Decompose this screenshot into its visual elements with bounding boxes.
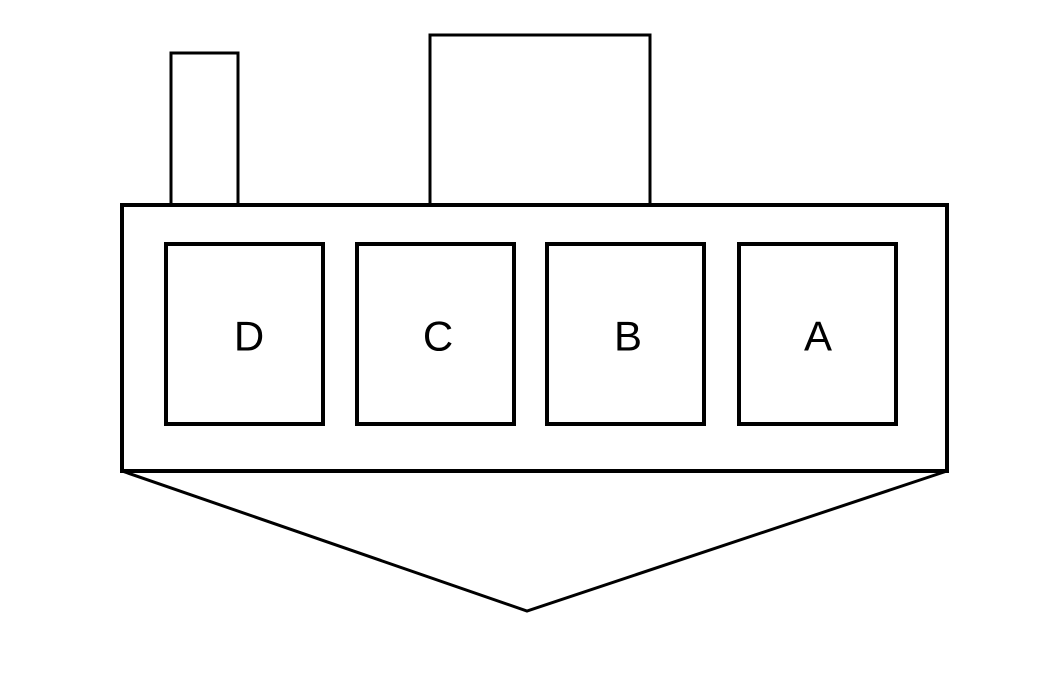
pin-label-c: C bbox=[423, 313, 453, 360]
locking-tab-small bbox=[169, 51, 240, 207]
pin-cavity-a-box bbox=[737, 242, 898, 426]
pin-label-b: B bbox=[614, 313, 642, 360]
pin-cavity-c: C bbox=[355, 242, 516, 426]
pin-cavity-a: A bbox=[737, 242, 898, 426]
pin-cavity-d-box bbox=[164, 242, 325, 426]
pin-cavity-b: B bbox=[545, 242, 706, 426]
pin-cavity-c-box bbox=[355, 242, 516, 426]
pin-label-a: A bbox=[804, 313, 832, 360]
pin-label-d: D bbox=[234, 313, 264, 360]
pin-cavity-d: D bbox=[164, 242, 325, 426]
connector-wedge bbox=[121, 469, 948, 613]
pin-cavity-b-box bbox=[545, 242, 706, 426]
latch-tab-large bbox=[428, 33, 652, 207]
